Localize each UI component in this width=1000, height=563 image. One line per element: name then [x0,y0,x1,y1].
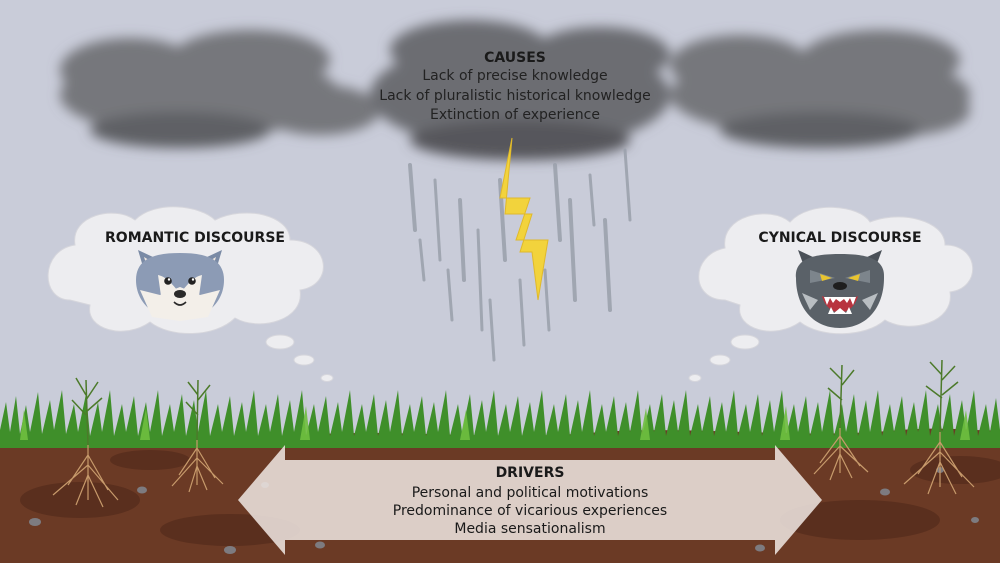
causes-title: CAUSES [484,50,546,66]
grass [0,390,1000,448]
causes-item: Lack of precise knowledge [422,68,608,84]
left-storm-cloud [60,30,380,148]
cynical-discourse-title: CYNICAL DISCOURSE [758,230,922,246]
romantic-discourse-title: ROMANTIC DISCOURSE [105,230,285,246]
drivers-item: Media sensationalism [454,521,606,537]
drivers-item: Predominance of vicarious experiences [392,503,668,519]
causes-item: Lack of pluralistic historical knowledge [379,88,651,104]
rain-streaks [408,148,632,362]
soil-pebbles [29,467,979,554]
plant-roots [52,428,975,508]
storm-clouds [60,20,970,160]
drivers-double-arrow [238,445,822,555]
center-storm-cloud [370,20,670,160]
drivers-item: Personal and political motivations [411,485,649,501]
causes-item: Extinction of experience [430,107,600,123]
plant-stems [71,359,959,446]
snarling-wolf-icon [795,250,885,328]
friendly-wolf-icon [136,250,224,321]
lightning-bolt [499,137,549,301]
right-storm-cloud [670,30,970,148]
drivers-title: DRIVERS [495,465,565,481]
